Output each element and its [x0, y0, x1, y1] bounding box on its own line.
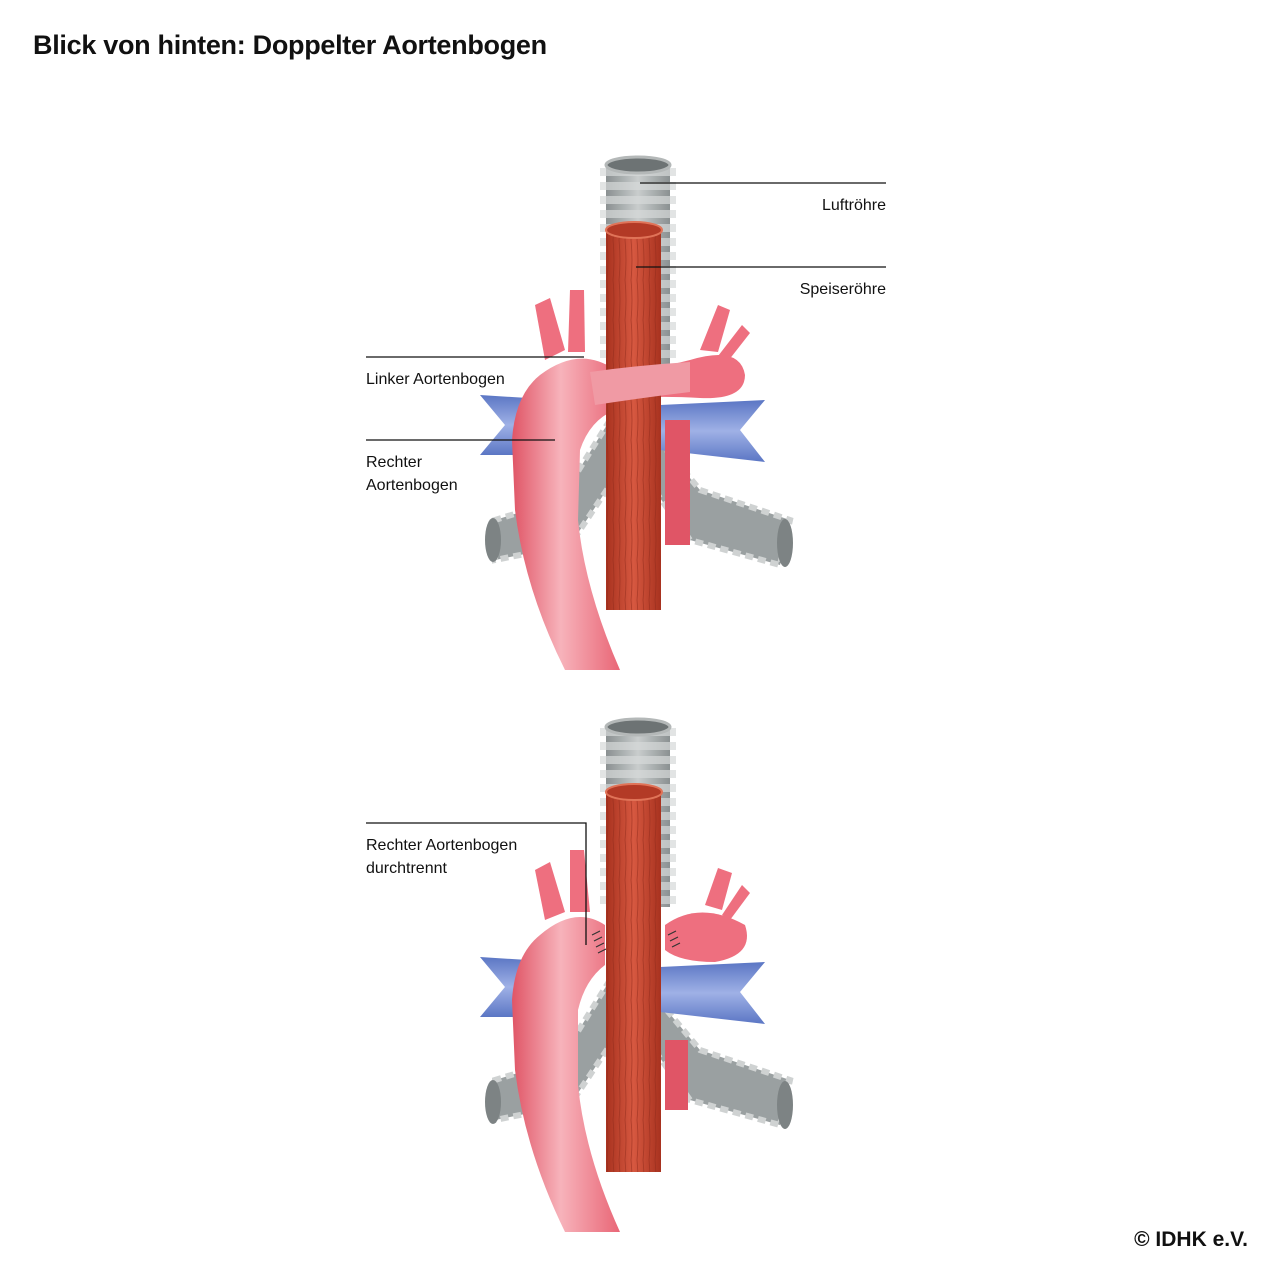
left-aortic-arch-bottom: [665, 868, 750, 1110]
label-left-arch: Linker Aortenbogen: [366, 371, 505, 388]
copyright: © IDHK e.V.: [1134, 1228, 1248, 1251]
label-esophagus: Speiseröhre: [799, 281, 886, 298]
esophagus-bottom: [605, 783, 663, 1172]
page-title: Blick von hinten: Doppelter Aortenbogen: [33, 30, 547, 60]
label-trachea: Luftröhre: [821, 197, 886, 214]
right-aortic-arch: [512, 290, 620, 670]
top-diagram: [366, 155, 886, 670]
leader-lines: [366, 182, 886, 441]
bottom-diagram: [366, 717, 794, 1232]
esophagus: [605, 221, 663, 610]
arch-band: [590, 362, 690, 405]
label-right-arch: Rechter Aortenbogen: [366, 454, 458, 494]
label-divided: Rechter Aortenbogen durchtrennt: [366, 837, 518, 877]
right-aortic-arch-bottom: [512, 850, 620, 1232]
leader-line-bottom: [366, 822, 587, 945]
